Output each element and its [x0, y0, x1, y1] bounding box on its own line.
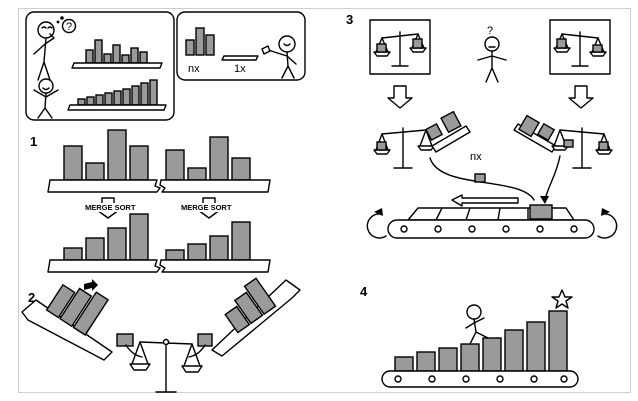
shelf-right	[159, 179, 271, 193]
merge-sort-label-left: MERGE SORT	[85, 203, 136, 212]
balance-scale-icon	[373, 127, 435, 169]
step-3-number: 3	[346, 12, 353, 27]
presenter-person-icon	[261, 35, 297, 79]
intro-box-right	[176, 11, 306, 81]
step-2-number: 2	[28, 290, 35, 305]
confused-person-icon: ?	[477, 25, 507, 83]
star-icon	[551, 289, 573, 309]
pointing-hand-icon	[261, 45, 271, 55]
step-1-split	[47, 129, 271, 193]
intro-unsorted-bars	[71, 39, 163, 69]
balance-scale-icon	[373, 31, 427, 67]
happy-person-icon	[33, 78, 59, 119]
merge-sort-label-right: MERGE SORT	[181, 203, 232, 212]
step-4-number: 4	[360, 284, 368, 299]
left-arrow-icon	[451, 194, 519, 207]
step-3-comparison: ?	[366, 19, 618, 239]
intro-sorted-bars	[67, 79, 167, 111]
balance-scale-icon	[553, 31, 607, 67]
down-arrow-icon	[568, 85, 594, 109]
step-2-compare	[21, 277, 301, 393]
rotate-arrow-icon	[597, 213, 618, 239]
thought-bubble	[61, 18, 77, 34]
conveyor-belt	[387, 204, 595, 239]
merge-sort-arrows: MERGE SORT MERGE SORT	[83, 197, 232, 219]
intro-panel: ?	[25, 11, 306, 121]
down-arrow-icon	[387, 85, 413, 109]
thinking-person-icon: ?	[33, 16, 77, 81]
nx-conveyor-label: nx	[470, 151, 482, 163]
climbing-person-icon	[465, 304, 489, 345]
one-x-legend-label: 1x	[234, 63, 246, 75]
balance-scale-icon	[129, 338, 203, 393]
step-1-sorted	[47, 213, 271, 273]
rotate-arrow-icon	[366, 213, 387, 239]
frame-border	[18, 8, 631, 393]
step-1-number: 1	[30, 134, 37, 149]
nx-legend-label: nx	[188, 63, 200, 75]
thought-question-mark: ?	[66, 21, 72, 33]
shelf-left	[47, 179, 161, 193]
intro-legend: nx 1x	[185, 27, 259, 75]
pointing-hand-icon	[84, 279, 98, 291]
confused-question-mark: ?	[487, 25, 493, 37]
step-4-result	[381, 289, 579, 388]
balance-scale-icon	[551, 127, 613, 169]
